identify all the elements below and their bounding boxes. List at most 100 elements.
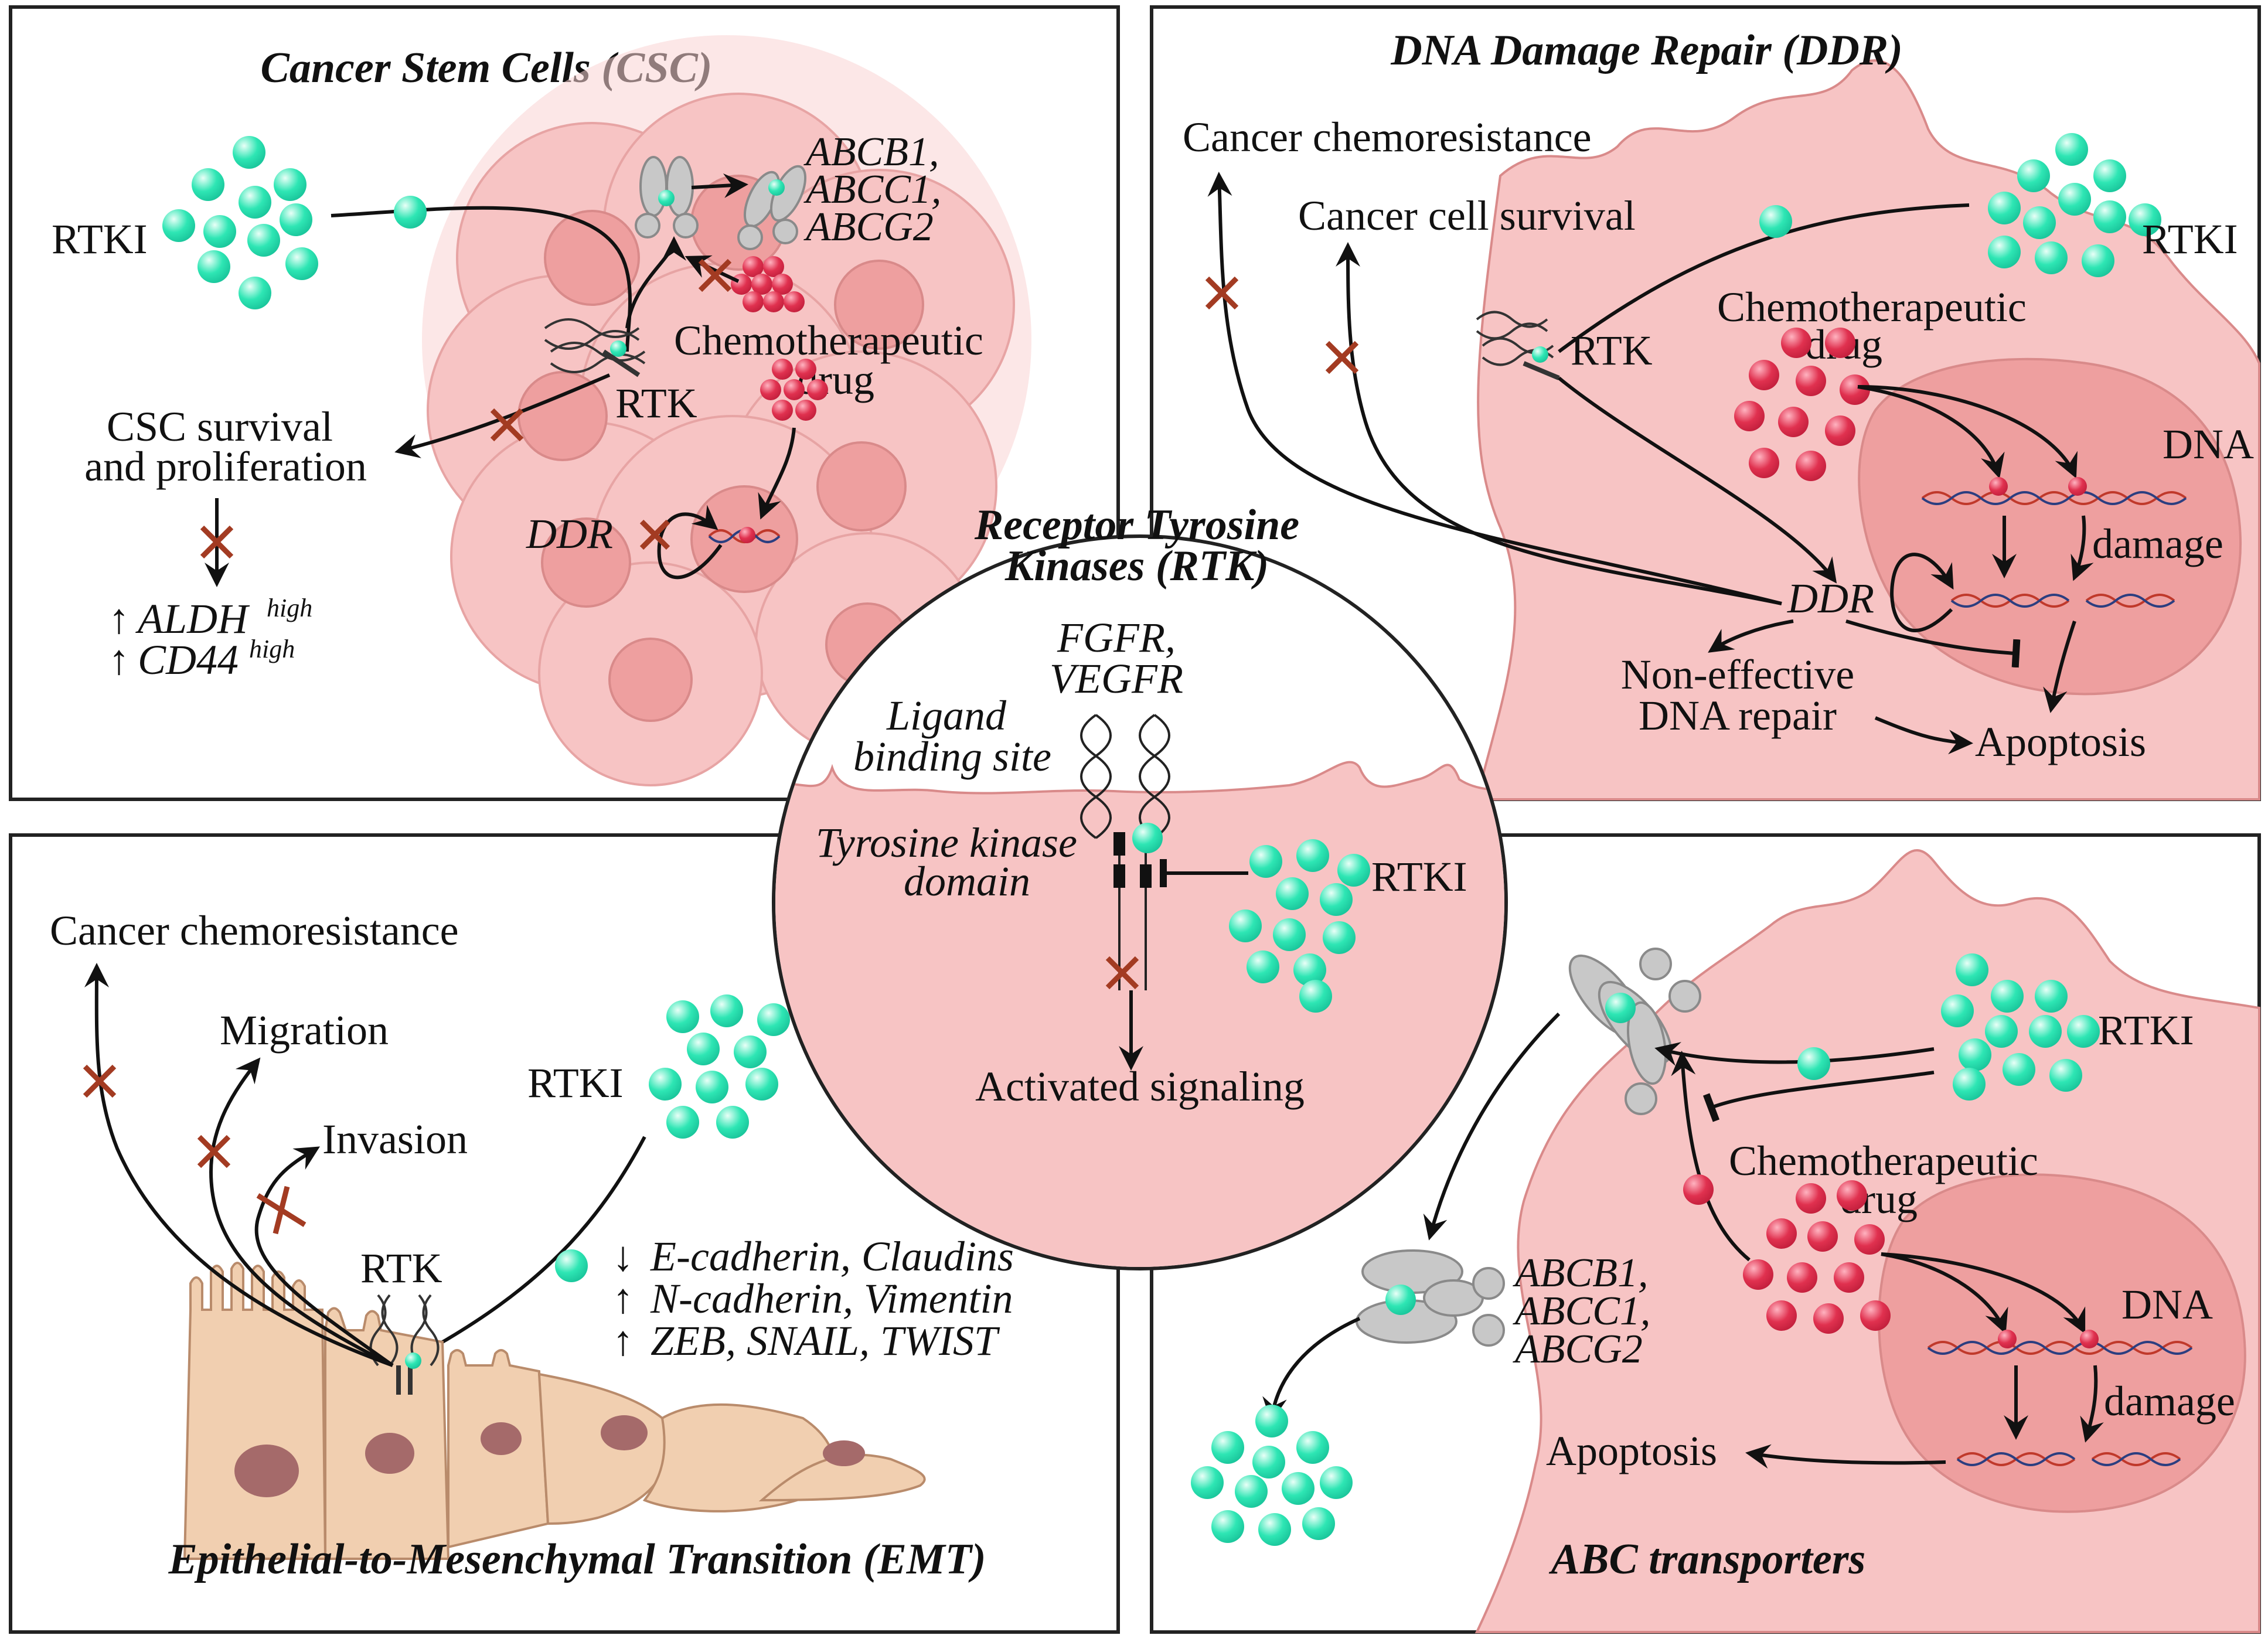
ddr-loop-edge: [1890, 553, 1954, 632]
emt-markers: ↓ E-cadherin, Claudins ↑ N-cadherin, Vim…: [612, 1233, 1014, 1364]
abc-drug-cluster: [1743, 1180, 1891, 1334]
abc-genes: ABCB1, ABCC1, ABCG2: [1513, 1251, 1650, 1372]
emt-marker-2: N-cadherin, Vimentin: [650, 1275, 1013, 1322]
csc-rtk-receptor: [544, 318, 646, 377]
csc-genes: ABCB1, ABCC1, ABCG2: [803, 130, 941, 250]
csc-marker-aldh: ↑ ALDH high: [108, 594, 312, 642]
emt-migration-label: Migration: [220, 1007, 389, 1054]
abc-gene-abcb1: ABCB1,: [1513, 1251, 1648, 1296]
emt-marker-1: E-cadherin, Claudins: [650, 1233, 1014, 1280]
ddr-hub-label: DDR: [1787, 575, 1874, 622]
emt-block-invasion: [256, 1185, 307, 1235]
emt-marker-arrow-1: ↓: [612, 1233, 634, 1280]
ddr-dna-helix-top: [1921, 491, 2187, 505]
abc-chemo-label-1: Chemotherapeutic: [1729, 1137, 2038, 1184]
csc-rtki-molecule: [394, 196, 427, 229]
emt-marker-arrow-2: ↑: [612, 1275, 634, 1322]
abc-rtki-cluster: [1941, 953, 2100, 1101]
csc-survival-label-1: CSC survival: [107, 403, 333, 450]
ddr-apoptosis-label: Apoptosis: [1975, 718, 2146, 765]
csc-drug-cluster-bottom: [760, 359, 828, 421]
abc-damage-to-apoptosis-edge: [1745, 1444, 1946, 1469]
csc-transporter-left: [635, 156, 699, 239]
abc-drug-molecule: [1683, 1174, 1714, 1205]
emt-rtki-label: RTKI: [527, 1060, 624, 1106]
csc-chemo-label-1: Chemotherapeutic: [674, 317, 983, 364]
csc-ddr-label: DDR: [526, 510, 613, 557]
csc-ddr-loop-edge: [657, 505, 723, 580]
csc-rtk-label: RTK: [615, 380, 697, 427]
csc-aldh-superscript: high: [267, 594, 312, 622]
rtk-title-line2: Kinases (RTK): [1004, 542, 1269, 590]
csc-dna-adduct: [739, 527, 755, 543]
ddr-rtk-label: RTK: [1571, 327, 1653, 374]
rtk-receptors-line1: FGFR,: [1057, 614, 1176, 661]
emt-marker-arrow-3: ↑: [612, 1317, 634, 1364]
abc-damage-label: damage: [2104, 1378, 2235, 1425]
abc-dna-label: DNA: [2121, 1281, 2213, 1328]
csc-block-transporter: [698, 258, 732, 292]
abc-dna-adduct-1: [1998, 1330, 2017, 1348]
emt-title: Epithelial-to-Mesenchymal Transition (EM…: [168, 1535, 986, 1583]
csc-transporter-drug: [768, 179, 785, 196]
abc-transporter-bottom-inhibitor: [1385, 1285, 1416, 1315]
panel-rtk-center: Receptor Tyrosine Kinases (RTK) FGFR, VE…: [772, 501, 1508, 1270]
abc-gene-abcg2: ABCG2: [1513, 1327, 1643, 1372]
abc-apoptosis-label: Apoptosis: [1546, 1428, 1717, 1474]
ddr-noneffective-to-apoptosis-edge: [1874, 716, 1973, 755]
emt-rtk-label: RTK: [360, 1245, 442, 1292]
abc-drug-to-dna-edge-1: [1881, 1252, 2008, 1334]
csc-drug-cluster-top: [731, 256, 805, 312]
ddr-survival-label: Cancer cell survival: [1298, 192, 1636, 239]
emt-marker-3: ZEB, SNAIL, TWIST: [651, 1317, 1000, 1364]
rtk-ligand-line2: binding site: [853, 733, 1051, 780]
rtk-atp-site-inhibitor: [1132, 823, 1163, 853]
csc-cd44-arrow: ↑: [108, 636, 130, 683]
csc-gene-abcg2: ABCG2: [803, 205, 934, 250]
abc-rtki-molecule: [1797, 1047, 1830, 1080]
abc-effluxed-inhibitor-cluster: [1191, 1405, 1353, 1546]
emt-to-invasion-edge: [254, 1146, 394, 1367]
ddr-rtki-cluster: [1988, 133, 2161, 277]
ddr-drug-cluster: [1734, 328, 1870, 481]
csc-gene-abcc1: ABCC1,: [803, 167, 941, 212]
csc-block-ddr: [639, 519, 670, 550]
abc-transporter-bottom: [1356, 1249, 1505, 1347]
csc-block-markers: [200, 525, 234, 559]
csc-drug-to-dna-edge: [758, 427, 796, 520]
emt-rtk-bound-inhibitor: [405, 1353, 421, 1369]
ddr-to-survival-edge: [1336, 242, 1782, 605]
ddr-rtk-bound-inhibitor: [1532, 346, 1548, 363]
csc-marker-cd44: ↑ CD44 high: [108, 635, 295, 683]
abc-dna-helix-top: [1927, 1341, 2193, 1355]
ddr-damage-label: damage: [2092, 520, 2223, 567]
abc-efflux-out-edge: [1262, 1317, 1361, 1422]
abc-rtki-label: RTKI: [2098, 1007, 2194, 1054]
rtk-block-signaling: [1105, 956, 1139, 990]
rtk-title-line1: Receptor Tyrosine: [974, 501, 1299, 549]
ddr-damage-to-apoptosis-edge: [2043, 621, 2076, 713]
rtk-rtki-cluster: [1229, 839, 1370, 1013]
ddr-to-noneffective-edge: [1708, 619, 1794, 653]
csc-aldh-arrow: ↑: [108, 595, 130, 642]
abc-dna-adduct-2: [2080, 1330, 2099, 1348]
rtk-tk-line2: domain: [904, 858, 1030, 905]
ddr-rtki-to-rtk-edge: [1558, 203, 1970, 353]
emt-invasion-label: Invasion: [322, 1116, 468, 1163]
csc-rtki-label: RTKI: [52, 216, 148, 263]
ddr-dna-helix-broken: [1950, 594, 2175, 608]
ddr-dna-adduct-1: [1989, 477, 2008, 496]
csc-rtk-bound-inhibitor: [610, 340, 626, 357]
ddr-title: DNA Damage Repair (DDR): [1390, 26, 1903, 74]
ddr-block-chemoresistance: [1205, 276, 1239, 310]
rtk-signaling-label: Activated signaling: [975, 1063, 1305, 1110]
emt-rtki-molecule: [555, 1249, 588, 1282]
csc-cell-cluster: [422, 35, 1031, 786]
emt-to-migration-edge: [209, 1057, 394, 1367]
emt-block-chemoresistance: [83, 1064, 117, 1098]
rtk-rtki-label: RTKI: [1371, 853, 1467, 900]
emt-chemoresistance-label: Cancer chemoresistance: [50, 907, 459, 954]
ddr-dna-adduct-2: [2068, 477, 2087, 496]
